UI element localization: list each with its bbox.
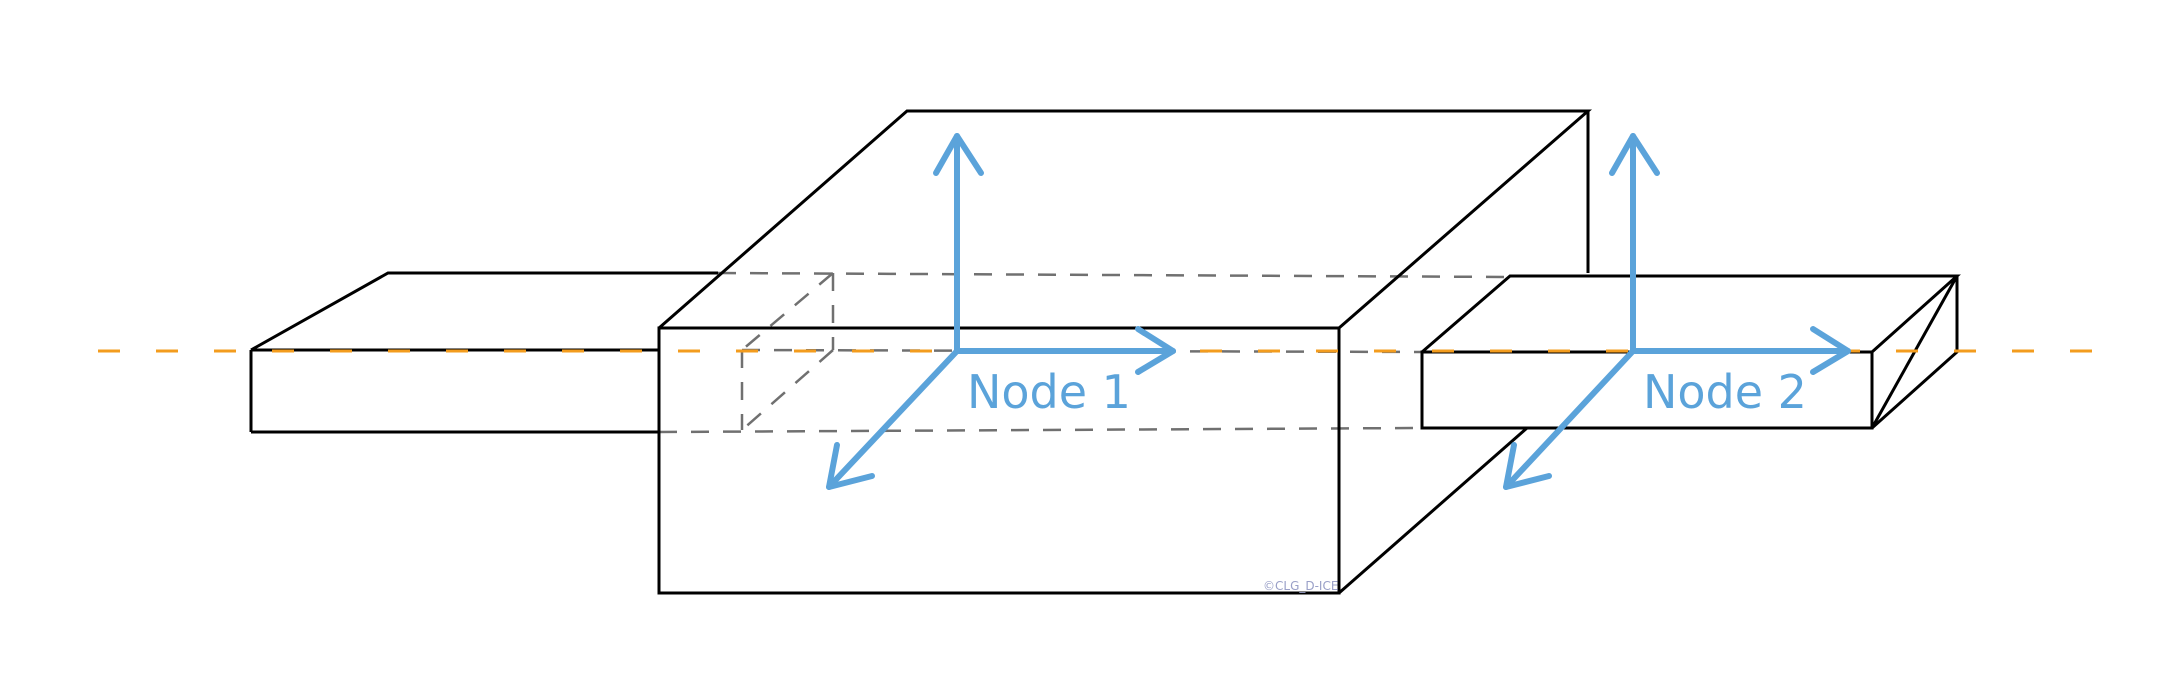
right-beam-top-face	[1421, 274, 1961, 354]
hidden-edge-box-bottom	[658, 426, 1423, 434]
central-box-bottom-right-edge	[1338, 426, 1528, 595]
hidden-edge-box-top	[717, 271, 1511, 279]
node-1-vertical-arrowhead	[933, 133, 984, 176]
node-1-depth-arrowhead	[826, 442, 875, 490]
node-1-label: Node 1	[967, 365, 1131, 419]
copyright-notice: ©CLG_D-ICE	[1263, 579, 1338, 593]
central-box	[657, 109, 1593, 595]
node-2-coordinate-system	[1503, 133, 1851, 490]
hidden-edge-inner-bottom-diagonal	[741, 349, 834, 431]
node-1-horizontal-arrowhead	[1135, 326, 1176, 375]
left-beam	[249, 271, 718, 434]
node-1-coordinate-system	[826, 133, 1176, 490]
node-2-horizontal-arrowhead	[1810, 326, 1851, 375]
left-beam-top-face	[250, 271, 718, 352]
central-box-top-face	[658, 109, 1593, 330]
central-box-front-face	[657, 326, 1341, 595]
hidden-edge-inner-top-diagonal	[741, 272, 834, 351]
node-2-depth-arrowhead	[1503, 442, 1552, 490]
node-1-depth-axis	[826, 348, 960, 490]
node-2-depth-axis	[1503, 348, 1636, 490]
node-2-vertical-arrowhead	[1609, 133, 1660, 176]
node-2-label: Node 2	[1643, 365, 1807, 419]
